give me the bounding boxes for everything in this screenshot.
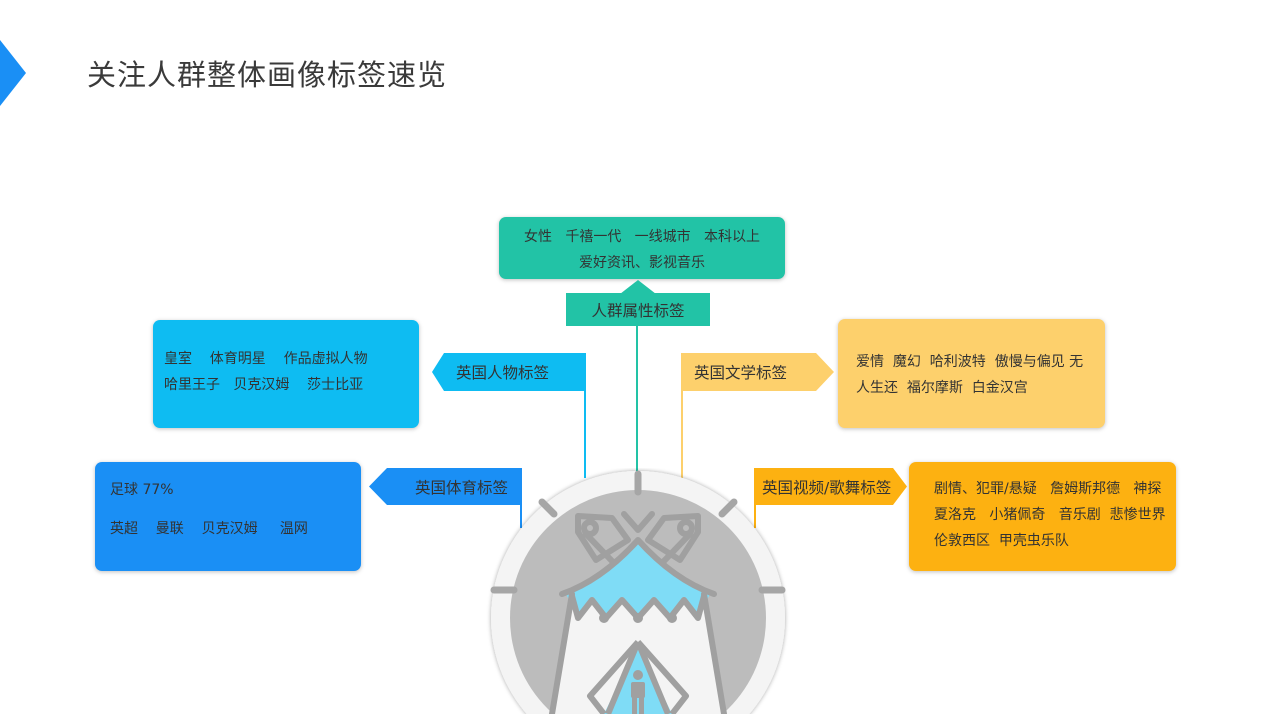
sports-label: 英国体育标签 [369, 468, 522, 505]
literature-tag-box: 爱情 魔幻 哈利波特 傲慢与偏见 无 人生还 福尔摩斯 白金汉宫 [838, 319, 1105, 428]
sports-line-1: 足球 77% [110, 482, 174, 498]
video-music-label: 英国视频/歌舞标签 [755, 468, 907, 505]
literature-label: 英国文学标签 [682, 353, 834, 391]
attributes-pointer [620, 280, 656, 294]
attributes-connector [636, 326, 638, 474]
people-tag-box: 皇室 体育明星 作品虚拟人物 哈里王子 贝克汉姆 莎士比亚 [153, 320, 419, 428]
attributes-line-1: 女性 千禧一代 一线城市 本科以上 [523, 229, 761, 245]
sports-line-2: 英超 曼联 贝克汉姆 温网 [110, 521, 308, 537]
sports-tag-box: 足球 77% 英超 曼联 贝克汉姆 温网 [95, 462, 361, 571]
tent-with-person-icon [490, 470, 786, 714]
video-music-tag-box: 剧情、犯罪/悬疑 詹姆斯邦德 神探 夏洛克 小猪佩奇 音乐剧 悲惨世界 伦敦西区… [909, 462, 1176, 571]
video-music-line-3: 伦敦西区 甲壳虫乐队 [934, 533, 1069, 549]
attributes-line-2: 爱好资讯、影视音乐 [579, 255, 705, 271]
video-music-line-1: 剧情、犯罪/悬疑 詹姆斯邦德 神探 [934, 481, 1162, 497]
literature-line-1: 爱情 魔幻 哈利波特 傲慢与偏见 无 [856, 354, 1084, 370]
attributes-tag-box: 女性 千禧一代 一线城市 本科以上 爱好资讯、影视音乐 [499, 217, 785, 279]
literature-line-2: 人生还 福尔摩斯 白金汉宫 [856, 380, 1028, 396]
people-line-1: 皇室 体育明星 作品虚拟人物 [164, 351, 368, 367]
people-line-2: 哈里王子 贝克汉姆 莎士比亚 [164, 377, 364, 393]
page-title: 关注人群整体画像标签速览 [87, 58, 448, 92]
corner-arrow-icon [0, 40, 26, 106]
attributes-label: 人群属性标签 [566, 293, 710, 326]
video-music-connector [754, 468, 756, 528]
people-label: 英国人物标签 [432, 353, 585, 391]
video-music-line-2: 夏洛克 小猪佩奇 音乐剧 悲惨世界 [934, 507, 1166, 523]
people-connector [584, 353, 586, 478]
sports-connector [520, 468, 522, 528]
literature-connector [681, 353, 683, 478]
